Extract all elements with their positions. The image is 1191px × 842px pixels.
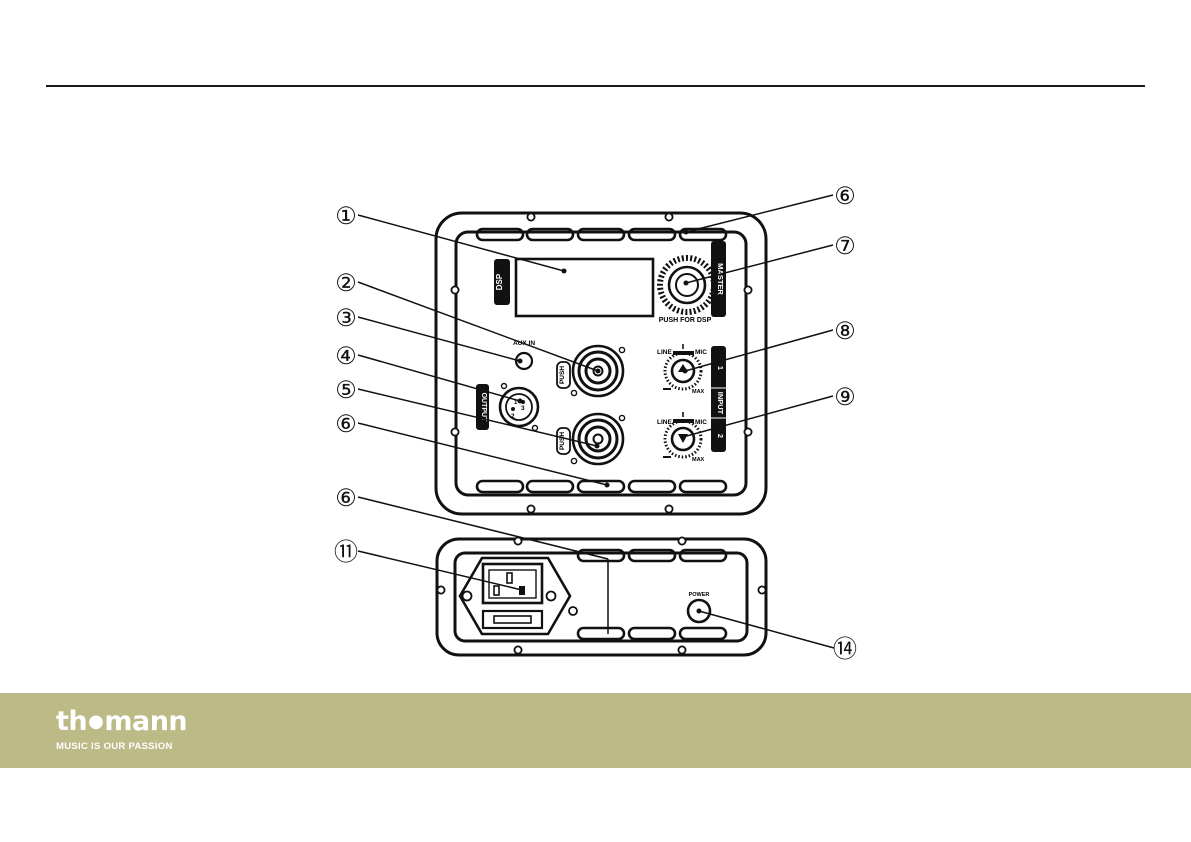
vent-slots-bottom [477,481,726,492]
xlr-output-jack [500,384,538,431]
vent-slots-power-bottom [578,628,726,639]
dsp-label: DSP [495,273,504,290]
push-for-dsp-label: PUSH FOR DSP [659,317,712,324]
combo-jack-1 [557,346,625,396]
callout-8: ⑧ [834,318,856,345]
callout-9: ⑨ [834,384,856,411]
callout-6-lower: ⑥ [335,485,357,512]
logo-dot: ● [88,711,103,732]
dsp-display [516,259,653,316]
callout-5: ⑤ [335,377,357,404]
push-label-1: PUSH [559,366,566,384]
mic-label-1: MIC [695,349,707,356]
callout-2: ② [335,270,357,297]
mic-label-2: MIC [695,419,707,426]
power-label: POWER [689,592,710,598]
status-led [569,607,577,615]
callout-6-upper: ⑥ [335,411,357,438]
callout-7: ⑦ [834,233,856,260]
thomann-logo: th●mann [56,707,187,737]
input-2-label: 2 [716,434,725,438]
max-label-1: MAX [692,389,705,395]
footer-band: th●mann MUSIC IS OUR PASSION [0,693,1191,768]
callout-4: ④ [335,343,357,370]
logo-text-right: mann [104,706,187,737]
callout-6-top: ⑥ [834,183,856,210]
iec-power-socket [460,558,570,634]
slogan: MUSIC IS OUR PASSION [56,741,173,752]
power-panel: POWER [437,537,766,655]
logo-text-left: th [56,706,87,737]
xlr-pin-2: 2 [511,413,515,420]
callout-14: ⑭ [833,636,857,663]
line-label-2: LINE [657,419,672,426]
xlr-pin-3: 3 [521,405,525,412]
line-label-1: LINE [657,349,672,356]
callout-11: ⑪ [334,539,358,566]
callout-3: ③ [335,305,357,332]
master-label: MASTER [716,263,725,295]
push-label-2: PUSH [559,432,566,450]
callout-1: ① [335,203,357,230]
input-label: INPUT [716,392,725,415]
rear-panel-diagram: DSP PUSH FOR DSP MASTER 1 INPUT 2 AUX IN… [0,0,1191,693]
input-1-label: 1 [716,366,725,370]
amplifier-panel: DSP PUSH FOR DSP MASTER 1 INPUT 2 AUX IN… [436,213,766,514]
max-label-2: MAX [692,457,705,463]
